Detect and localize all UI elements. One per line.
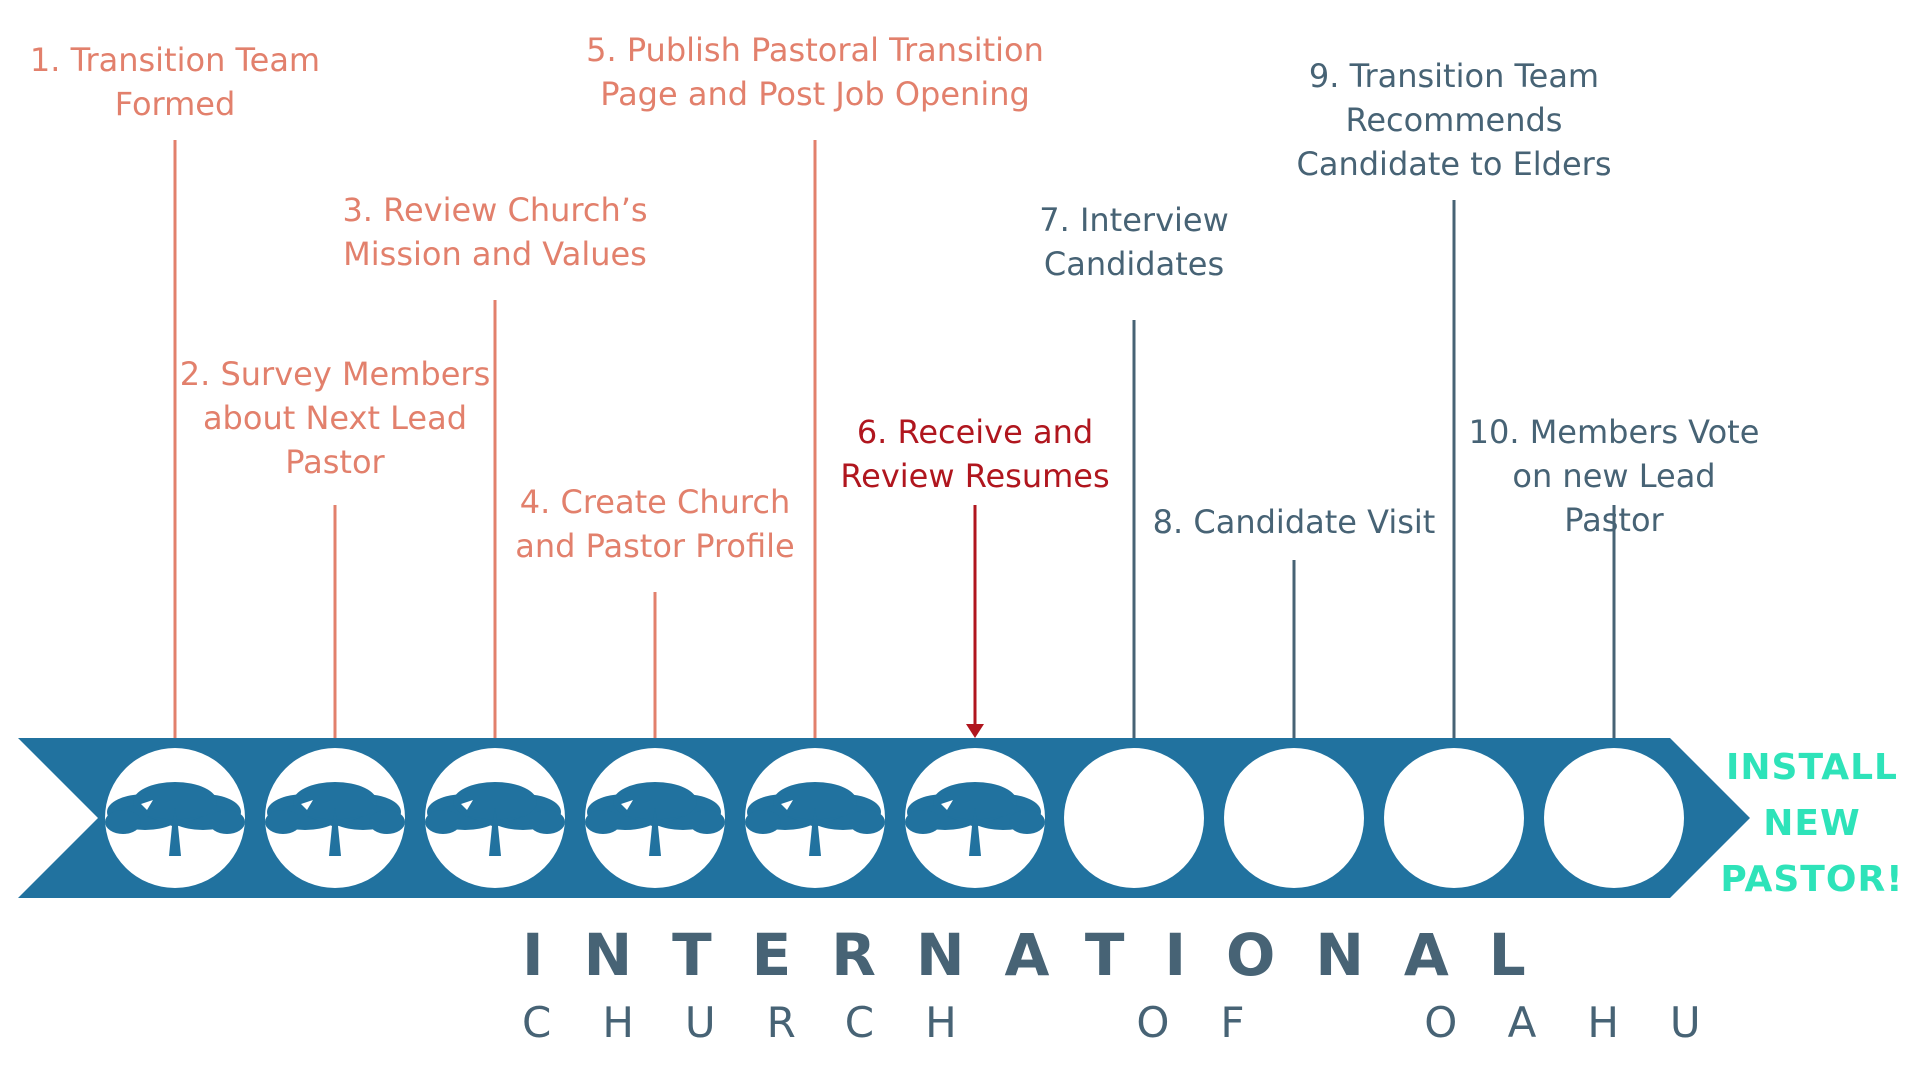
step-label: 8. Candidate Visit (1152, 503, 1436, 541)
step-label: 4. Create Church and Pastor Profile (515, 483, 795, 565)
step-label: 2. Survey Members about Next Lead Pastor (179, 355, 491, 481)
step-marker (1384, 748, 1524, 888)
step-label: 10. Members Vote on new Lead Pastor (1468, 413, 1760, 539)
step-label: 9. Transition Team Recommends Candidate … (1296, 57, 1612, 183)
step-label: 3. Review Church’s Mission and Values (342, 191, 648, 273)
banyan-tree-icon (745, 782, 885, 856)
banyan-tree-icon (265, 782, 405, 856)
logo-line-international: INTERNATIONAL (522, 921, 1566, 989)
banyan-tree-icon (425, 782, 565, 856)
banyan-tree-icon (905, 782, 1045, 856)
step-label: 6. Receive and Review Resumes (840, 413, 1110, 495)
step-label: 5. Publish Pastoral Transition Page and … (586, 31, 1044, 113)
step-marker (1064, 748, 1204, 888)
logo-line-church-of-oahu: CHURCH OF OAHU (522, 998, 1752, 1047)
step-marker (1544, 748, 1684, 888)
step-label: 7. Interview Candidates (1039, 201, 1229, 283)
banyan-tree-icon (585, 782, 725, 856)
banyan-tree-icon (105, 782, 245, 856)
install-new-pastor-label: INSTALL NEW PASTOR! (1720, 747, 1904, 900)
step-marker (1224, 748, 1364, 888)
current-step-arrowhead (966, 724, 984, 738)
step-label: 1. Transition Team Formed (29, 41, 321, 123)
